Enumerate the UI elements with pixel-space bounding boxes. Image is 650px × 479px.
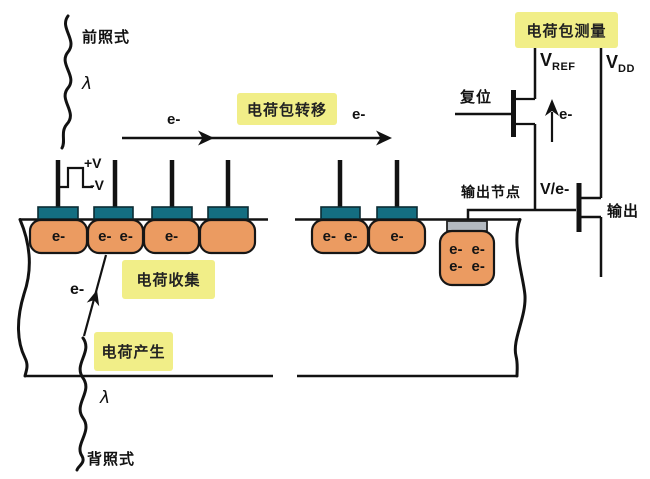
reset-electron-label: e- bbox=[559, 106, 573, 123]
electron-label: e- bbox=[471, 241, 485, 258]
substrate-right-torn-edge bbox=[513, 218, 527, 378]
front-light-ray-wave bbox=[60, 14, 73, 150]
charge-packet-5-label: e- e- bbox=[312, 221, 368, 252]
back-light-ray-wave bbox=[75, 336, 88, 472]
charge-generation-label: 电荷产生 bbox=[94, 332, 173, 371]
charge-packet-6-label: e- bbox=[369, 221, 425, 252]
electron-label: e- bbox=[322, 228, 336, 245]
charge-packet-3-label: e- bbox=[144, 221, 199, 252]
electron-label: e- bbox=[471, 258, 485, 275]
output-label: 输出 bbox=[607, 203, 640, 220]
charge-collection-label: 电荷收集 bbox=[122, 260, 215, 299]
reset-electron-arrow-head-icon bbox=[545, 99, 559, 116]
clock-pulse-waveform bbox=[58, 166, 93, 189]
charge-packet-4 bbox=[198, 218, 257, 255]
electrode-6 bbox=[376, 206, 418, 220]
electrode-2 bbox=[93, 206, 134, 220]
electron-label: e- bbox=[51, 228, 66, 245]
electrode-4 bbox=[207, 206, 249, 220]
output-node-label: 输出节点 bbox=[461, 184, 521, 200]
electrode-3 bbox=[151, 206, 193, 220]
charge-packet-2-label: e- e- bbox=[88, 221, 143, 252]
charge-packet-6 bbox=[367, 218, 427, 255]
vdd-sub: DD bbox=[618, 63, 635, 75]
lambda-bottom-label: λ bbox=[100, 388, 111, 408]
charge-measurement-label: 电荷包测量 bbox=[515, 12, 618, 48]
electron-label: e- bbox=[390, 228, 404, 245]
front-illuminated-label: 前照式 bbox=[82, 29, 131, 46]
floating-diffusion-packet bbox=[438, 229, 496, 287]
minus-v-label: -V bbox=[90, 177, 104, 193]
charge-transfer-label: 电荷包转移 bbox=[237, 93, 337, 125]
electron-label: e- bbox=[119, 228, 133, 245]
output-node-wire bbox=[466, 208, 576, 219]
transfer-arrow-mid-head-icon bbox=[198, 130, 214, 146]
electron-label: e- bbox=[98, 228, 112, 245]
vref-label: VREF bbox=[540, 50, 576, 73]
transfer-electron-label-2: e- bbox=[352, 106, 366, 123]
floating-diffusion-label: e- e- e- e- bbox=[440, 233, 494, 283]
electron-label: e- bbox=[449, 241, 463, 258]
reset-label: 复位 bbox=[460, 89, 493, 106]
electron-label: e- bbox=[449, 258, 463, 275]
vdd-label: VDD bbox=[606, 52, 635, 75]
transfer-arrow-end-head-icon bbox=[376, 130, 392, 146]
back-illuminated-label: 背照式 bbox=[87, 451, 136, 468]
electrode-5 bbox=[320, 206, 361, 220]
electron-label: e- bbox=[164, 228, 179, 245]
generated-electron-arrow-head-icon bbox=[86, 290, 100, 307]
transfer-electron-label-1: e- bbox=[167, 111, 181, 128]
volts-per-electron-label: V/e- bbox=[540, 181, 570, 198]
electrode-1 bbox=[37, 206, 79, 220]
charge-packet-1-label: e- bbox=[30, 221, 87, 252]
plus-v-label: +V bbox=[84, 155, 102, 171]
sense-node-electrode bbox=[446, 220, 488, 232]
generated-electron-label: e- bbox=[70, 281, 85, 298]
vref-sub: REF bbox=[552, 61, 576, 73]
vref-base: V bbox=[540, 50, 553, 70]
vdd-base: V bbox=[606, 52, 619, 72]
electron-label: e- bbox=[344, 228, 358, 245]
lambda-top-label: λ bbox=[82, 74, 93, 94]
substrate-left-torn-edge bbox=[16, 218, 31, 378]
